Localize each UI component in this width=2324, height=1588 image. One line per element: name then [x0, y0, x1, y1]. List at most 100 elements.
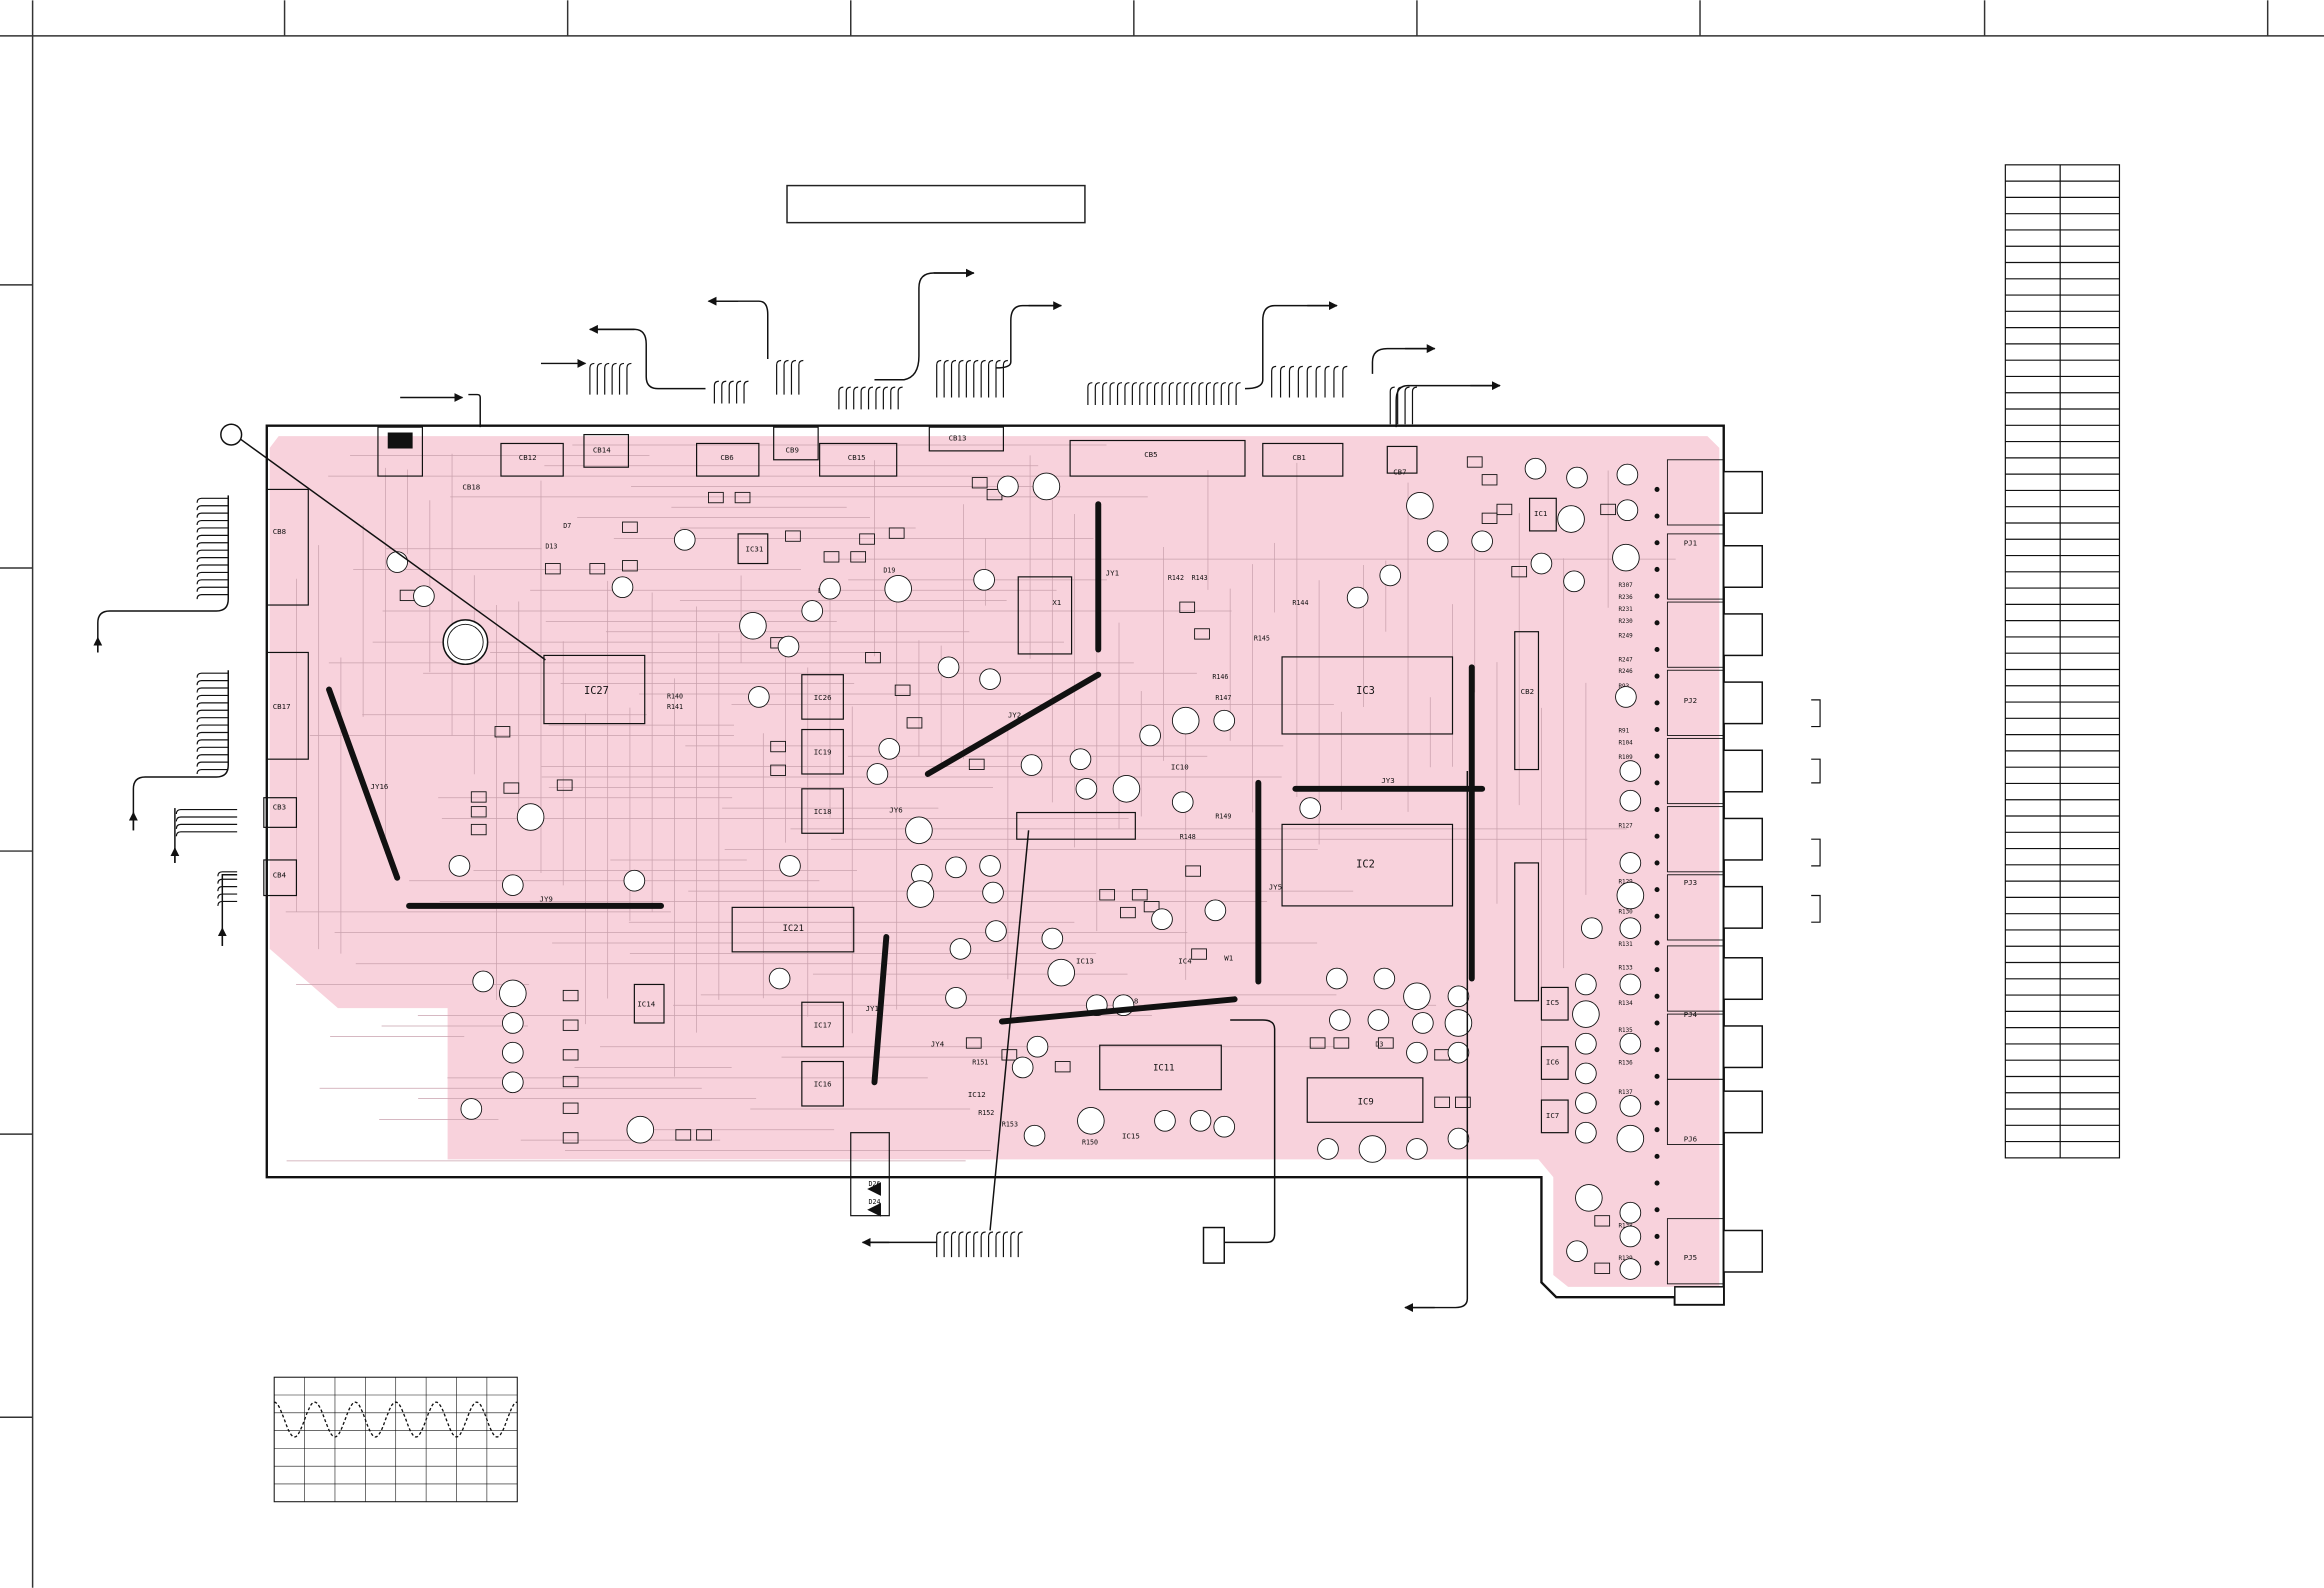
waveform-box: [273, 1376, 518, 1503]
capacitor: [386, 551, 409, 573]
capacitor: [982, 881, 1004, 904]
diode-label: D7: [563, 522, 571, 530]
connector-label: CB8: [273, 527, 286, 536]
via: [1654, 593, 1660, 599]
capacitor: [1026, 1035, 1049, 1058]
via: [1654, 646, 1660, 653]
capacitor: [768, 967, 791, 990]
smd-part: [1120, 906, 1136, 919]
callout-circle: [220, 423, 243, 446]
smd-part: [675, 1129, 692, 1141]
ic6-body: [1540, 1099, 1569, 1134]
capacitor: [739, 611, 767, 640]
ic2-label: IC2: [1356, 858, 1375, 870]
resistor-label: R135: [1619, 1028, 1634, 1034]
capacitor: [516, 803, 545, 831]
capacitor: [1612, 543, 1640, 572]
capacitor: [1566, 1240, 1588, 1263]
resistor-label: R151: [972, 1058, 988, 1066]
cb-right-top: [1514, 631, 1540, 771]
diode-label: D24: [869, 1198, 881, 1206]
reference-table: [2004, 164, 2121, 1159]
ic17-body: [801, 1001, 844, 1048]
resistor-label: R142: [1168, 574, 1184, 582]
via: [1654, 620, 1660, 626]
jack-label: PJ4: [1684, 1010, 1698, 1019]
ic21-label: IC21: [783, 924, 804, 934]
capacitor: [413, 585, 435, 607]
via: [1654, 1127, 1660, 1133]
capacitor: [1204, 899, 1227, 922]
ic26-label: IC26: [814, 693, 832, 702]
via: [1654, 807, 1660, 813]
resistor-label: R150: [1082, 1139, 1098, 1147]
smd-part: [562, 1132, 579, 1144]
relay-block: [1017, 576, 1073, 655]
capacitor: [1075, 777, 1098, 800]
resistor-label: R139: [1619, 1256, 1634, 1262]
smd-part: [785, 530, 801, 542]
capacitor: [819, 577, 841, 600]
connector-label: CB2: [1521, 687, 1534, 696]
ic2-body: [1281, 823, 1454, 907]
ic16-body: [801, 1060, 844, 1107]
jumper-label: JY2: [1008, 711, 1021, 720]
smd-part: [562, 1102, 579, 1114]
signal-wires: [93, 268, 1501, 1313]
smd-part: [1333, 1037, 1350, 1049]
capacitors: [386, 457, 1660, 1280]
connector-label: CB4: [273, 871, 287, 880]
capacitor: [945, 856, 967, 879]
capacitor: [985, 920, 1007, 942]
capacitor: [1581, 917, 1603, 939]
capacitor: [502, 874, 524, 896]
smd-part: [470, 806, 487, 818]
ic31-label: IC31: [746, 545, 764, 554]
capacitor: [1112, 775, 1141, 803]
capacitor: [1041, 927, 1064, 950]
capacitor: [1373, 967, 1396, 990]
capacitor: [1403, 982, 1431, 1011]
via: [1654, 700, 1660, 706]
capacitor: [611, 576, 634, 599]
resistor-label: R144: [1292, 599, 1308, 607]
ic11-body: [1099, 1044, 1222, 1091]
jack-label: PJ1: [1684, 539, 1697, 548]
capacitor: [1619, 1225, 1642, 1248]
connector-label: CB1: [1292, 453, 1305, 462]
ic14-label: IC14: [637, 1000, 655, 1009]
smd-part: [562, 1019, 579, 1031]
ic12-label: IC12: [968, 1090, 986, 1099]
via: [1654, 940, 1660, 946]
capacitor: [1615, 686, 1637, 708]
diode-label: D13: [545, 543, 557, 551]
ic5-body: [1540, 986, 1569, 1021]
via: [1654, 860, 1660, 866]
capacitor: [1406, 1041, 1428, 1064]
smd-part: [865, 652, 881, 664]
resistor-label: R236: [1619, 595, 1634, 601]
jumper-label: JY6: [889, 806, 902, 815]
capacitor: [1447, 1127, 1470, 1150]
capacitor: [626, 1115, 655, 1144]
smd-part: [1191, 948, 1207, 960]
capacitor: [1530, 552, 1553, 575]
ic-packages: [543, 497, 1569, 1134]
ic1-label: IC1: [1534, 509, 1547, 518]
pin-box-bottom: [1202, 1226, 1225, 1264]
ic27-body: [543, 654, 646, 725]
capacitor: [1619, 1201, 1642, 1224]
capacitor: [905, 816, 933, 845]
ic26-body: [801, 674, 844, 720]
capacitor: [801, 600, 824, 622]
connector-label: CB6: [720, 453, 733, 462]
capacitor: [1047, 958, 1075, 987]
capacitor: [748, 686, 770, 708]
smd-part: [1143, 901, 1160, 913]
smd-part: [544, 563, 561, 575]
resistor-label: R127: [1619, 823, 1634, 829]
connector-dip-top: [1016, 811, 1136, 840]
capacitor: [1444, 1009, 1473, 1037]
capacitor: [1575, 1062, 1597, 1085]
